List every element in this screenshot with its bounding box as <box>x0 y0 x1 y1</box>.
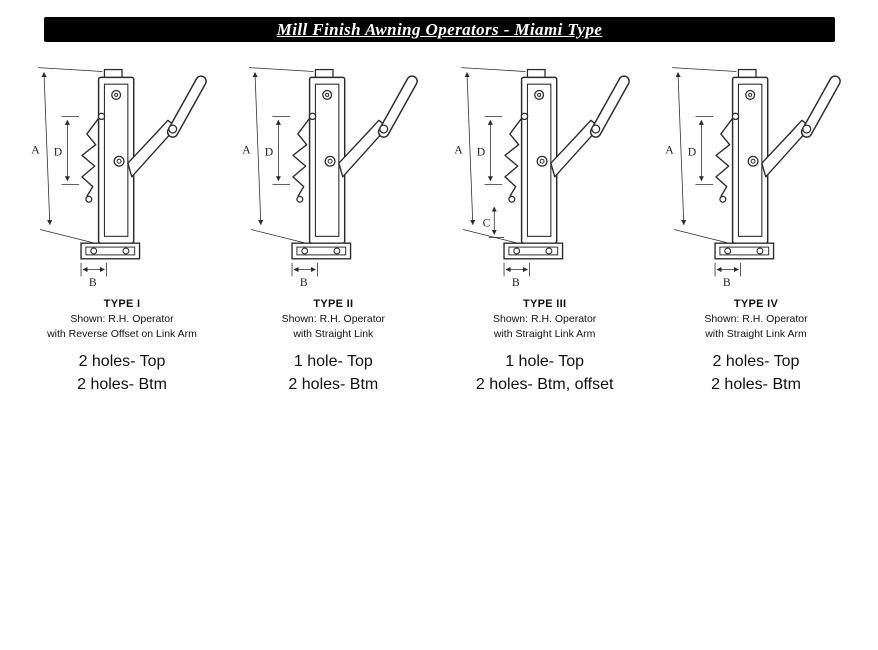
holes-btm: 2 holes- Btm <box>288 376 379 394</box>
operator-drawing: A D B <box>665 52 854 289</box>
dim-c-figure <box>488 207 504 237</box>
holes-btm: 2 holes- Btm <box>77 376 167 394</box>
shown-line1: Shown: R.H. Operator <box>493 313 597 325</box>
dim-d-label: D <box>688 145 696 158</box>
product-card-type-1: A D B TYPE I Shown: R.H. Operator with R… <box>18 52 226 397</box>
operator-drawing: A D C B <box>454 52 643 289</box>
shown-line2: with Straight Link Arm <box>493 328 596 341</box>
holes-top: 2 holes- Top <box>78 353 166 371</box>
type-label: TYPE II <box>313 298 354 310</box>
dim-a-label: A <box>454 143 463 156</box>
operator-figure <box>672 68 835 277</box>
dim-d-label: D <box>265 145 273 158</box>
product-card-type-3: A D C B TYPE III Shown: R.H. Operator wi… <box>441 52 649 397</box>
holes-block: 1 hole- Top 2 holes- Btm <box>288 350 378 396</box>
header-bar: Mill Finish Awning Operators - Miami Typ… <box>44 17 835 42</box>
type-label: TYPE III <box>522 298 567 310</box>
dim-d-label: D <box>476 145 484 158</box>
operator-figure <box>249 68 412 277</box>
holes-top: 1 hole- Top <box>293 353 373 371</box>
type-label: TYPE IV <box>733 298 779 310</box>
holes-block: 1 hole- Top 2 holes- Btm, offset <box>476 350 614 396</box>
product-card-type-4: A D B TYPE IV Shown: R.H. Operator with … <box>652 52 860 397</box>
shown-line1: Shown: R.H. Operator <box>704 313 808 325</box>
product-card-type-2: A D B TYPE II Shown: R.H. Operator with … <box>229 52 437 397</box>
dim-b-label: B <box>89 276 97 289</box>
operator-figure <box>461 68 624 277</box>
shown-line2: with Reverse Offset on Link Arm <box>47 328 197 341</box>
dim-a-label: A <box>665 143 674 156</box>
dim-a-label: A <box>31 143 40 156</box>
dim-c-label: C <box>482 217 490 230</box>
holes-btm: 2 holes- Btm <box>711 376 801 394</box>
shown-line1: Shown: R.H. Operator <box>281 313 385 325</box>
holes-block: 2 holes- Top 2 holes- Btm <box>77 350 167 396</box>
holes-block: 2 holes- Top 2 holes- Btm <box>711 350 801 396</box>
operator-drawing: A D B <box>31 52 220 289</box>
shown-line1: Shown: R.H. Operator <box>70 313 174 325</box>
shown-line2: with Straight Link <box>293 328 374 341</box>
operator-figure <box>38 68 201 277</box>
operator-drawing: A D B <box>243 52 431 289</box>
holes-top: 2 holes- Top <box>712 353 800 371</box>
product-row: A D B TYPE I Shown: R.H. Operator with R… <box>0 52 878 397</box>
dim-b-label: B <box>511 276 519 289</box>
holes-btm: 2 holes- Btm, offset <box>475 376 614 394</box>
page-title: Mill Finish Awning Operators - Miami Typ… <box>276 19 603 39</box>
type-label: TYPE I <box>103 298 141 310</box>
dim-b-label: B <box>300 276 308 289</box>
dim-b-label: B <box>723 276 731 289</box>
dim-a-label: A <box>243 143 252 156</box>
dim-d-label: D <box>54 145 62 158</box>
holes-top: 1 hole- Top <box>505 353 585 371</box>
shown-line2: with Straight Link Arm <box>705 328 807 341</box>
